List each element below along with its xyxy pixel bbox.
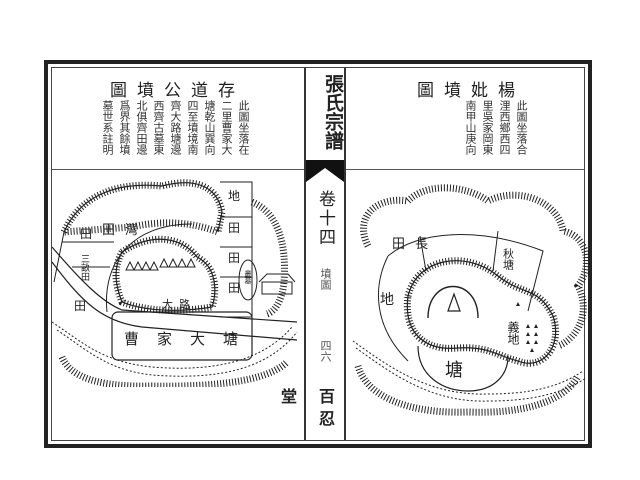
book-spine: 張氏宗譜 卷十四 墳圖 四六 百忍堂 [278,68,346,440]
description-column: 塘乾山巽向 [203,100,216,155]
right-hill [250,198,289,318]
field-column [220,181,253,318]
map-label-long-field: 長田 [392,237,438,252]
description-column: 里吳家岡東 [481,100,494,155]
description-column: 二里曹家大 [220,100,233,155]
hall-name: 百忍堂 [278,388,335,432]
map-label-charity-land: 義地 [506,320,520,345]
map-label-field: 田 [228,281,240,295]
right-tomb-map: 長田 秋塘 地 塘 義地 [352,184,590,416]
tomb-triangle-icon [447,292,461,312]
map-label-field: 田 [228,251,240,265]
pond [111,311,253,361]
map-label-three-mu-field: 三畝田 [79,254,90,282]
outer-hill [360,184,590,350]
inner-hill [403,257,560,367]
map-label-autumn-pond: 秋塘 [502,247,515,271]
fishtail-mark-icon [306,160,344,182]
book-title: 張氏宗譜 [322,74,344,150]
description-column: 四至墳境南 [186,100,199,155]
grave-markers [125,257,196,271]
section-name: 墳圖 [319,268,332,290]
map-label-road: 大路 [162,297,196,311]
description-column: 墓世系註明 [101,100,114,155]
long-field-strip [387,230,544,312]
description-column: 爲界其餘墳 [118,100,131,155]
page-number: 四六 [319,340,332,362]
map-label-field: 田 [74,299,86,313]
inner-border: 圖墳公道存 此圖坐落在二里曹家大塘乾山巽向四至墳境南齊大路塘邊西齊古墓東北俱齊田… [51,67,590,441]
road [52,246,298,341]
tomb-oval [238,259,258,301]
map-label-field: 田 [80,227,92,241]
volume-number: 卷十四 [315,190,335,247]
description-column: 浬西鄉西四 [498,100,511,155]
left-land [378,255,409,362]
lower-hill [354,364,582,416]
map-label-field: 田 [228,221,240,235]
bay-field-arc [53,223,193,313]
description-column: 此圖坐落合 [515,100,528,155]
tomb-arc [427,285,479,319]
book-page-spread: 圖墳公道存 此圖坐落在二里曹家大塘乾山巽向四至墳境南齊大路塘邊西齊古墓東北俱齊田… [44,60,592,448]
description-column: 北俱齊田邊 [135,100,148,155]
description-column: 齊大路塘邊 [169,100,182,155]
grave-markers [516,302,538,352]
lower-hill [58,355,290,387]
map-label-bay-field: 灣田 [102,223,148,238]
description-column: 南甲山庚向 [464,100,477,155]
pond [417,345,509,392]
map-label-land: 地 [228,189,240,203]
house-icon [258,273,296,295]
map-label-tomb-oval: 叢墓 [244,269,252,284]
description-column: 西齊古墓東 [152,100,165,155]
map-label-pond: 塘 [445,360,463,381]
map-label-land: 地 [380,292,394,308]
left-tomb-map: 地 田 田 田 田 田 灣田 三畝田 大路 曹家大塘 叢墓 [52,179,298,387]
map-label-pond: 曹家大塘 [124,330,256,348]
description-column: 此圖坐落在 [237,100,250,155]
stream [52,321,298,377]
stream [352,340,587,402]
left-page-title: 圖墳公道存 [110,81,245,101]
right-page-title: 圖墳妣楊 [417,81,525,101]
